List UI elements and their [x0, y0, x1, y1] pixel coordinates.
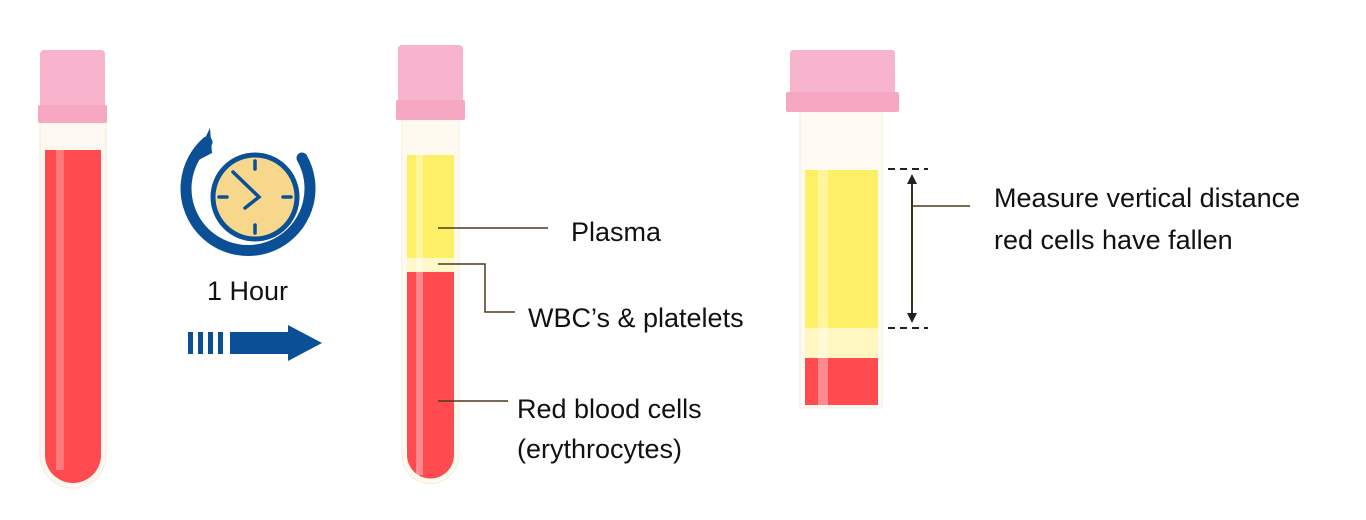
arrow-right-icon — [188, 325, 322, 361]
rbc-label-line2: (erythrocytes) — [517, 434, 683, 464]
measure-label-line2: red cells have fallen — [994, 225, 1233, 255]
measurement-arrow — [888, 168, 928, 329]
leader-lines — [438, 205, 970, 402]
wbc-label: WBC’s & platelets — [528, 303, 744, 333]
tube-whole-blood — [38, 50, 107, 489]
time-label: 1 Hour — [207, 276, 289, 306]
tube-separated — [396, 45, 465, 484]
tube-measured — [786, 50, 899, 409]
rbc-label-line1: Red blood cells — [517, 394, 702, 424]
clock-cycle-icon — [180, 128, 316, 256]
plasma-label: Plasma — [571, 217, 662, 247]
measure-label-line1: Measure vertical distance — [994, 183, 1301, 213]
